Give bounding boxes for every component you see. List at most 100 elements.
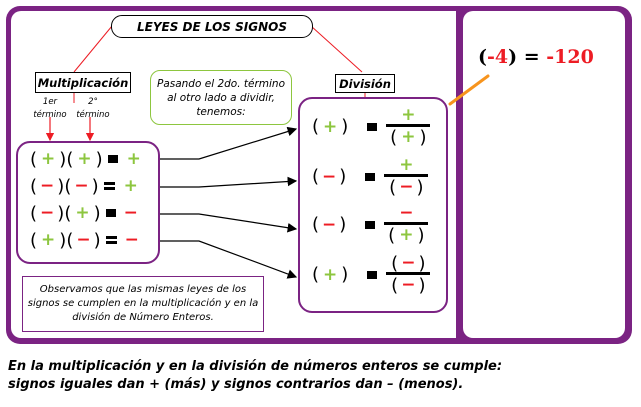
equals-sign — [105, 236, 117, 244]
equals-sign — [365, 220, 376, 229]
close-paren: ) — [339, 214, 347, 235]
open-paren: ( — [312, 264, 320, 285]
row3-arrow — [159, 213, 298, 233]
signed-term: (+) — [312, 116, 348, 137]
open-paren: ( — [30, 202, 38, 224]
signed-term: (−) — [312, 166, 346, 187]
open-paren: ( — [64, 202, 72, 224]
close-paren: ) — [59, 148, 67, 170]
division-rule-row: (+)+(+) — [312, 105, 431, 148]
observation-box: Observamos que las mismas leyes de los s… — [22, 276, 264, 332]
plus-sign: + — [41, 149, 56, 169]
numerator: + — [397, 105, 419, 125]
open-paren: ( — [390, 126, 398, 148]
close-paren: ) — [416, 176, 424, 198]
fraction: +(−) — [384, 155, 429, 198]
example-close-paren: ) — [508, 46, 518, 68]
denominator: (+) — [390, 126, 427, 148]
signed-term: (+) — [64, 203, 100, 224]
denominator: (−) — [391, 274, 426, 296]
signed-term: (+) — [312, 264, 348, 285]
multiplication-label: Multiplicación — [35, 72, 131, 93]
signed-term: (+) — [30, 149, 66, 170]
multiplication-rule-row: (−)(+)− — [30, 203, 141, 224]
term2-label: 2° término — [76, 97, 110, 120]
open-paren: ( — [312, 214, 320, 235]
title-to-div-line — [310, 25, 363, 73]
open-paren: ( — [64, 175, 72, 197]
multiplication-box — [16, 141, 160, 264]
fraction: +(+) — [386, 105, 431, 148]
open-paren: ( — [30, 175, 38, 197]
fraction: (−)(−) — [386, 252, 431, 296]
minus-sign: − — [123, 203, 138, 223]
close-paren: ) — [59, 229, 67, 251]
fraction-bar — [386, 124, 431, 127]
signed-term: (−) — [30, 176, 64, 197]
fraction-bar — [384, 174, 429, 177]
fraction-bar — [384, 222, 429, 225]
row2-arrow — [159, 176, 298, 188]
close-paren: ) — [57, 175, 65, 197]
title-to-mult-line — [73, 25, 113, 73]
numerator: (−) — [391, 252, 426, 274]
minus-sign: − — [74, 176, 89, 196]
close-paren: ) — [419, 126, 427, 148]
equals-sign — [365, 172, 376, 181]
open-paren: ( — [391, 274, 399, 296]
close-paren: ) — [91, 175, 99, 197]
fraction-bar — [386, 272, 431, 275]
division-rule-row: (+)(−)(−) — [312, 252, 431, 296]
signed-term: (+) — [388, 225, 424, 246]
plus-sign: + — [75, 203, 90, 223]
conclusion-line2: signos iguales dan + (más) y signos cont… — [8, 377, 464, 392]
plus-sign: + — [401, 127, 416, 147]
right-panel — [463, 11, 625, 338]
signed-term: (+) — [30, 230, 66, 251]
plus-sign: + — [123, 176, 138, 196]
example-negative-factor: -4 — [487, 46, 509, 68]
minus-sign: − — [401, 275, 416, 295]
plus-sign: + — [401, 105, 416, 125]
close-paren: ) — [93, 202, 101, 224]
conclusion-line1: En la multiplicación y en la división de… — [8, 359, 503, 374]
equals-sign — [105, 209, 116, 217]
open-paren: ( — [66, 148, 74, 170]
close-paren: ) — [341, 116, 349, 137]
close-paren: ) — [418, 252, 426, 274]
signed-term: (+) — [66, 149, 102, 170]
division-label: División — [335, 74, 395, 93]
signed-term: (−) — [30, 203, 64, 224]
close-paren: ) — [417, 224, 425, 246]
open-paren: ( — [391, 252, 399, 274]
minus-sign: − — [401, 253, 416, 273]
minus-sign: − — [322, 214, 337, 235]
open-paren: ( — [30, 148, 38, 170]
row4-arrow — [159, 240, 298, 279]
minus-sign: − — [399, 177, 414, 197]
plus-sign: + — [41, 230, 56, 250]
close-paren: ) — [418, 274, 426, 296]
denominator: (−) — [389, 177, 423, 198]
equals-sign — [103, 182, 115, 190]
plus-sign: + — [399, 225, 414, 245]
plus-sign: + — [323, 264, 338, 285]
multiplication-rule-row: (+)(+)+ — [30, 149, 145, 170]
minus-sign: − — [40, 203, 55, 223]
plus-sign: + — [126, 149, 141, 169]
minus-sign: − — [40, 176, 55, 196]
close-paren: ) — [339, 166, 347, 187]
signed-term: (−) — [64, 176, 98, 197]
open-paren: ( — [312, 166, 320, 187]
multiplication-rule-row: (+)(−)− — [30, 230, 142, 251]
example-equation: (-4) = -120 — [478, 46, 594, 68]
signed-term: (−) — [389, 177, 423, 198]
plus-sign: + — [323, 116, 338, 137]
division-rule-row: (−)−(+) — [312, 203, 429, 246]
example-result: -120 — [546, 46, 594, 68]
division-rule-row: (−)+(−) — [312, 155, 429, 198]
signed-term: (−) — [66, 230, 100, 251]
minus-sign: − — [399, 203, 414, 223]
open-paren: ( — [312, 116, 320, 137]
